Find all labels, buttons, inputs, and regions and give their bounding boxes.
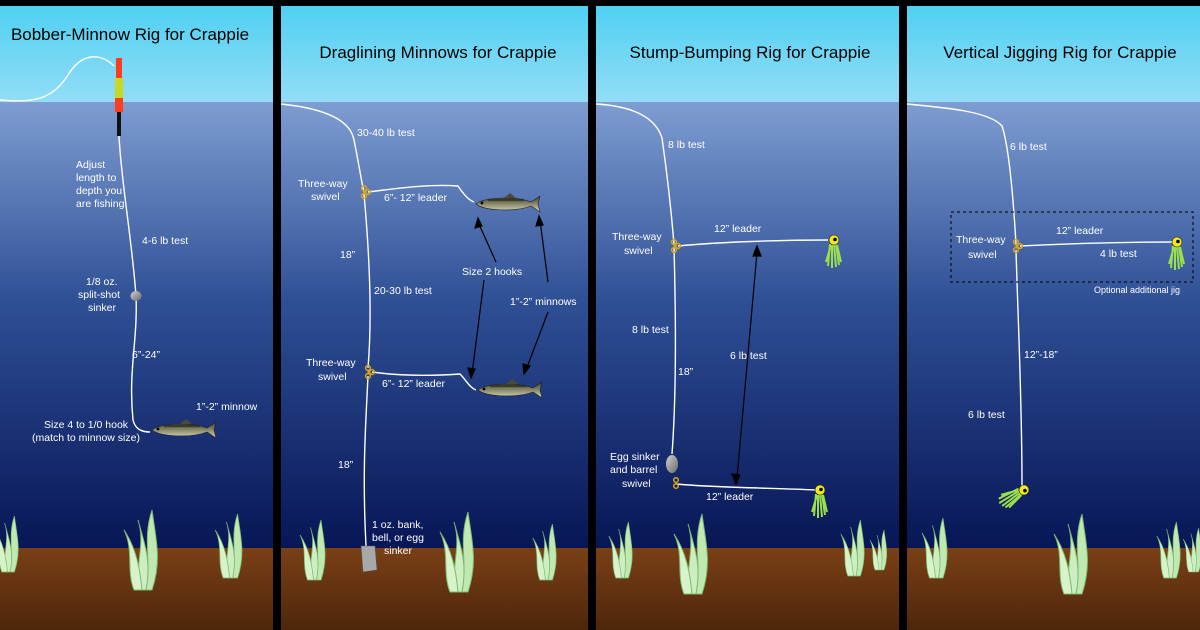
- panel-title: Bobber-Minnow Rig for Crappie: [11, 25, 249, 44]
- sinker-label-3: sinker: [384, 545, 413, 557]
- sinker-line: [363, 375, 369, 547]
- gap-label: 6”-24”: [132, 349, 161, 361]
- panel-vertical-jigging: Vertical Jigging Rig for Crappie 6 lb te…: [906, 43, 1200, 595]
- mid-test-label: 20-30 lb test: [374, 285, 432, 297]
- sinker-label-1: 1/8 oz.: [86, 276, 118, 288]
- panel-title: Draglining Minnows for Crappie: [319, 43, 556, 62]
- hook-label-1: Size 4 to 1/0 hook: [44, 419, 129, 431]
- middle-line: [363, 193, 371, 369]
- panel-1-background: [0, 6, 273, 630]
- leader-bottom-label: 6”- 12” leader: [382, 378, 446, 390]
- drop-test-label: 8 lb test: [632, 324, 669, 336]
- top-leader-line: [677, 239, 829, 247]
- swivel-top-label-2: swivel: [311, 191, 340, 203]
- main-line: [906, 103, 1017, 245]
- leader-bottom-label: 12” leader: [706, 491, 754, 503]
- main-test-label: 8 lb test: [668, 139, 705, 151]
- minnows-label: 1”-2” minnows: [510, 296, 577, 308]
- egg-label-1: Egg sinker: [610, 451, 660, 463]
- adjust-label-4: are fishing: [76, 198, 125, 210]
- pointer-arrows: [467, 214, 549, 380]
- panel-3-background: [596, 6, 899, 630]
- adjust-label-3: depth you: [76, 185, 122, 197]
- panel-bobber-minnow: Bobber-Minnow Rig for Crappie Adjust len…: [0, 25, 258, 591]
- main-line: [0, 56, 115, 102]
- gap-18-label: 18”: [338, 459, 354, 471]
- hook-label-2: (match to minnow size): [32, 432, 140, 444]
- sinker-label-2: split-shot: [78, 289, 120, 301]
- minnow-label: 1”-2” minnow: [196, 401, 258, 413]
- line-test-label: 4-6 lb test: [142, 235, 188, 247]
- main-line: [595, 103, 675, 245]
- barrel-swivel-icon: [672, 476, 680, 490]
- swivel-bottom-label-1: Three-way: [306, 357, 356, 369]
- swivel-label-1: Three-way: [612, 231, 662, 243]
- hooks-label: Size 2 hooks: [462, 266, 522, 278]
- adjust-label-2: length to: [76, 172, 116, 184]
- sinker-label-2: bell, or egg: [372, 532, 424, 544]
- panel-title: Stump-Bumping Rig for Crappie: [630, 43, 871, 62]
- egg-sinker-icon: [666, 455, 678, 473]
- adjust-label-1: Adjust: [76, 159, 105, 171]
- main-test-label: 6 lb test: [1010, 141, 1047, 153]
- optional-jig-box: [950, 211, 1194, 283]
- bottom-leader-line: [675, 483, 817, 491]
- panel-4-background: [907, 6, 1200, 630]
- bobber-icon: [115, 58, 123, 136]
- panel-2-background: [281, 6, 588, 630]
- leader-top-label: 12” leader: [714, 223, 762, 235]
- gap-label: 12”-18”: [1024, 349, 1058, 361]
- swivel-label-2: swivel: [968, 249, 997, 261]
- bank-sinker-icon: [360, 545, 378, 573]
- gap-18-label: 18”: [678, 366, 694, 378]
- swivel-bottom-label-2: swivel: [318, 371, 347, 383]
- leader-line: [118, 135, 151, 433]
- egg-label-3: swivel: [622, 478, 651, 490]
- swivel-label-1: Three-way: [956, 234, 1006, 246]
- egg-label-2: and barrel: [610, 464, 657, 476]
- panel-title: Vertical Jigging Rig for Crappie: [943, 43, 1176, 62]
- drop-line: [671, 247, 677, 455]
- leader-label: 12” leader: [1056, 225, 1104, 237]
- leader-test-label: 6 lb test: [730, 350, 767, 362]
- sinker-label-1: 1 oz. bank,: [372, 519, 423, 531]
- swivel-top-label-1: Three-way: [298, 178, 348, 190]
- span-arrow: [731, 244, 762, 486]
- top-leader-line: [367, 184, 475, 203]
- main-test-label: 30-40 lb test: [357, 127, 415, 139]
- drop-test-label: 6 lb test: [968, 409, 1005, 421]
- leader-test-label: 4 lb test: [1100, 248, 1137, 260]
- main-line: [280, 103, 365, 193]
- leader-line: [1019, 241, 1173, 247]
- leader-top-label: 6”- 12” leader: [384, 192, 448, 204]
- panel-backgrounds: [0, 6, 1200, 630]
- gap-18-label: 18”: [340, 249, 356, 261]
- panel-draglining: Draglining Minnows for Crappie 30-40 lb …: [280, 43, 577, 593]
- drop-line: [1015, 249, 1023, 487]
- bottom-leader-line: [371, 371, 477, 391]
- optional-jig-label: Optional additional jig: [1094, 285, 1180, 295]
- swivel-label-2: swivel: [624, 245, 653, 257]
- sinker-label-3: sinker: [88, 302, 117, 314]
- panel-stump-bumping: Stump-Bumping Rig for Crappie 8 lb test …: [595, 43, 887, 595]
- split-shot-sinker-icon: [130, 291, 142, 301]
